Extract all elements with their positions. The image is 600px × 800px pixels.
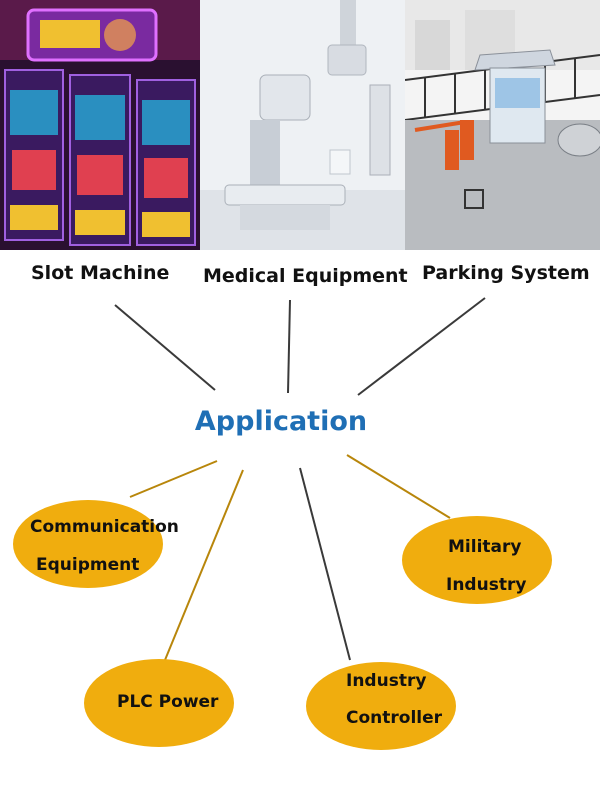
connector-parking-system [357,297,486,396]
medical-equipment-photo [200,0,405,250]
medical-equipment-label: Medical Equipment [203,265,408,287]
communication-equipment-bubble [13,500,163,588]
controller-label-line1: Industry [346,671,427,691]
plc-power-label: PLC Power [117,692,219,712]
connector-plc-power [164,469,244,661]
application-title: Application [194,406,368,437]
industry-controller-bubble [306,662,456,750]
connector-controller [299,467,351,661]
parking-system-label: Parking System [422,262,590,284]
communication-label-line2: Equipment [36,555,140,575]
connector-medical-equipment [287,299,291,394]
military-label-line1: Military [448,537,522,557]
connector-communication [129,460,218,498]
connector-slot-machine [114,304,216,391]
plc-power-bubble [84,659,234,747]
slot-machine-photo [0,0,200,250]
communication-label-line1: Communication [30,517,179,537]
military-label-line2: Industry [446,575,527,595]
connector-military [346,454,451,519]
parking-system-photo [405,0,600,250]
controller-label-line2: Controller [346,708,443,728]
slot-machine-label: Slot Machine [31,262,170,284]
military-industry-bubble [402,516,552,604]
